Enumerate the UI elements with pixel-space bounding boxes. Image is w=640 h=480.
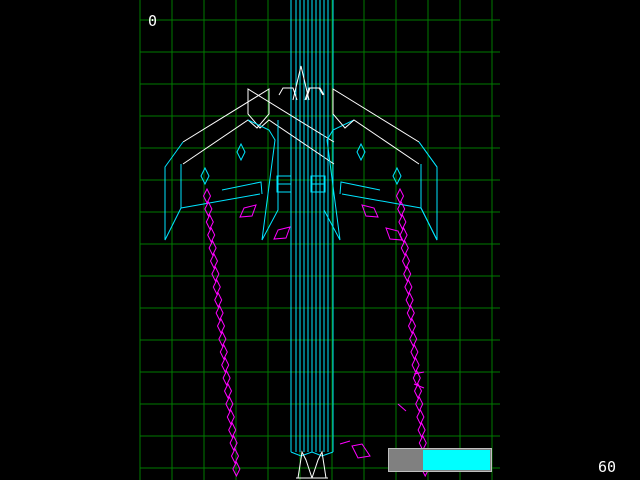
boss-ship-icon xyxy=(164,65,438,241)
diamond-bullet-icon xyxy=(211,265,220,283)
diamond-bullet-icon xyxy=(406,304,415,322)
diamond-bullet-icon xyxy=(273,226,291,240)
diamond-bullet-icon xyxy=(397,200,406,218)
diamond-bullet-icon xyxy=(232,460,241,478)
diamond-bullet-icon xyxy=(209,252,219,270)
energy-gauge xyxy=(388,448,492,472)
diamond-bullet-icon xyxy=(225,395,234,413)
diamond-bullet-icon xyxy=(219,343,228,361)
diamond-bullet-icon xyxy=(214,291,223,309)
diamond-bullet-icon xyxy=(229,434,238,452)
diamond-bullet-icon xyxy=(361,204,379,218)
bullet-spark xyxy=(413,383,425,389)
player-ship-icon xyxy=(296,450,328,479)
diamond-bullet-icon xyxy=(411,356,420,374)
energy-gauge-fill xyxy=(422,450,490,470)
diamond-bullet-icon xyxy=(207,226,216,244)
laser-beam xyxy=(290,0,334,457)
diamond-bullet-icon xyxy=(351,443,371,459)
enemy-bullet-streams xyxy=(202,187,430,478)
score-counter: 0 xyxy=(148,12,158,30)
diamond-bullet-icon xyxy=(218,330,227,348)
diamond-bullet-icon xyxy=(417,421,426,439)
diamond-bullet-icon xyxy=(239,204,257,218)
diamond-bullet-icon xyxy=(212,278,221,296)
diamond-bullet-icon xyxy=(230,447,240,465)
diamond-bullet-icon xyxy=(399,226,408,244)
diamond-bullet-icon xyxy=(395,187,405,205)
fps-counter: 60 xyxy=(598,458,617,476)
diamond-bullet-icon xyxy=(222,369,231,387)
diamond-bullet-icon xyxy=(416,408,425,426)
diamond-bullet-icon xyxy=(398,213,407,231)
diamond-bullet-icon xyxy=(409,330,418,348)
bullet-spark xyxy=(397,403,407,412)
diamond-bullet-icon xyxy=(415,395,424,413)
diamond-bullet-icon xyxy=(403,265,412,283)
diamond-bullet-icon xyxy=(410,343,419,361)
laser-beam-base xyxy=(290,451,334,457)
diamond-bullet-icon xyxy=(208,239,217,257)
diamond-bullet-icon xyxy=(413,382,423,400)
diamond-bullet-icon xyxy=(205,213,214,231)
diamond-bullet-icon xyxy=(404,278,413,296)
diamond-bullet-icon xyxy=(228,421,237,439)
diamond-bullet-icon xyxy=(204,200,213,218)
diamond-bullet-icon xyxy=(400,239,409,257)
diamond-bullet-icon xyxy=(216,317,226,335)
bullet-spark xyxy=(339,440,351,445)
diamond-bullet-icon xyxy=(385,227,403,241)
diamond-bullet-icon xyxy=(226,408,235,426)
diamond-bullet-icon xyxy=(223,382,233,400)
diamond-bullet-icon xyxy=(407,317,417,335)
diamond-bullet-icon xyxy=(221,356,230,374)
diamond-bullet-icon xyxy=(202,187,212,205)
bullet-spark xyxy=(413,371,425,375)
diamond-bullet-icon xyxy=(401,252,411,270)
diamond-bullet-icon xyxy=(405,291,414,309)
diamond-bullet-icon xyxy=(215,304,224,322)
